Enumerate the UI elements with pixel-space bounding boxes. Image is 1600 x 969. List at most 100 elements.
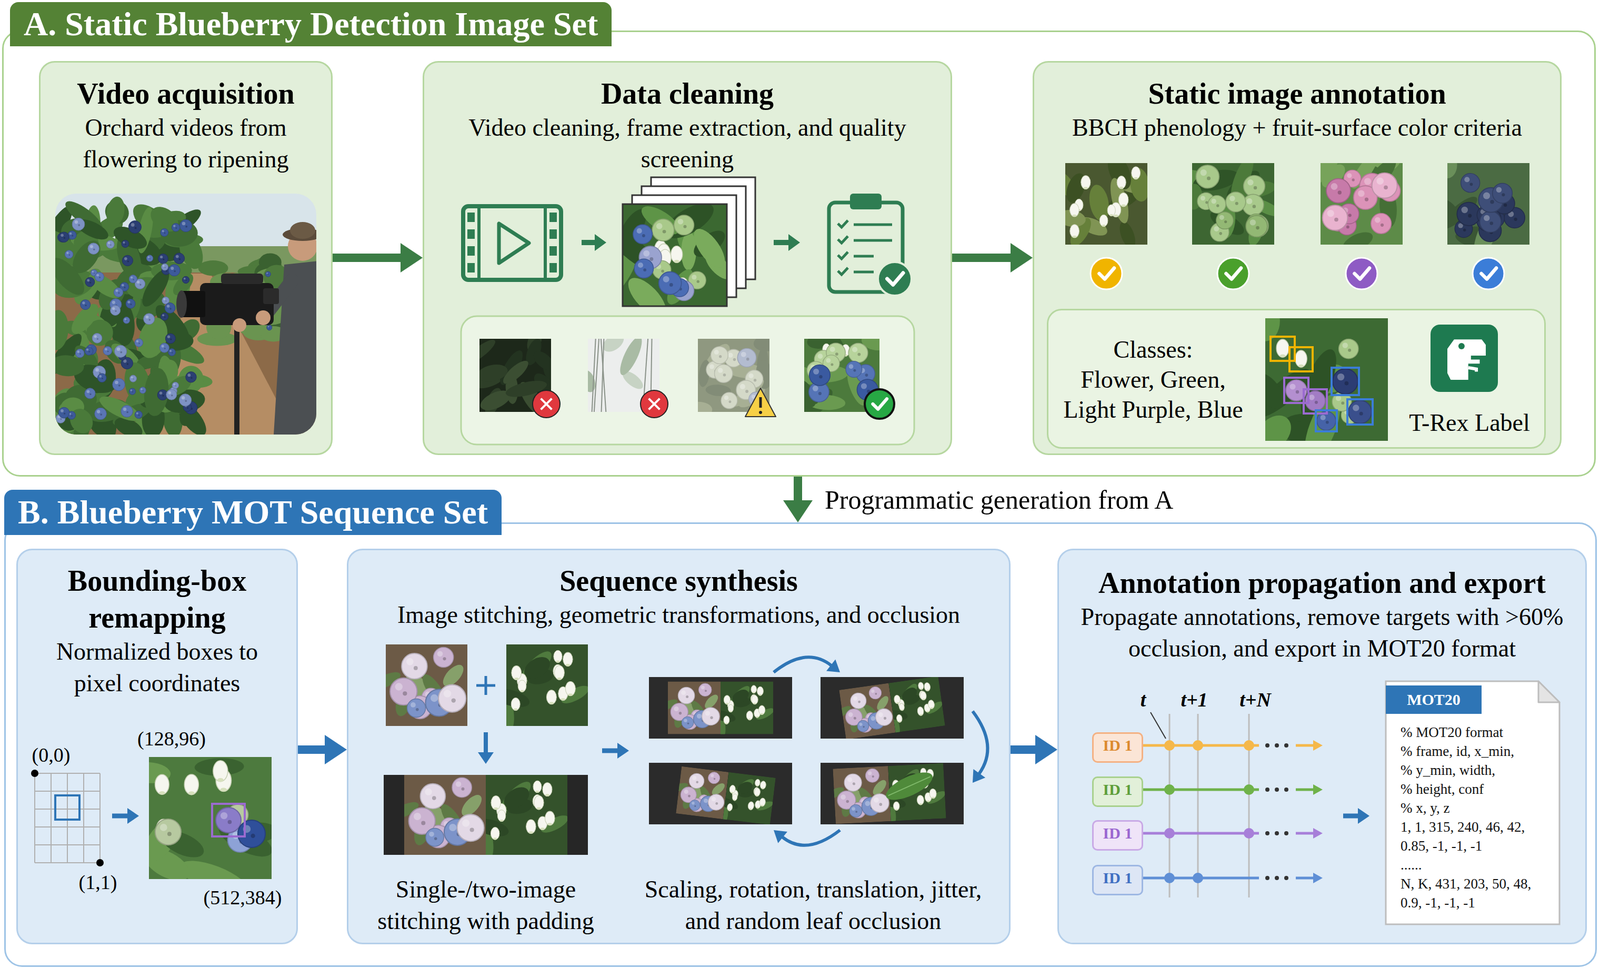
illustration-part xyxy=(185,225,188,228)
illustration-part xyxy=(94,335,97,338)
illustration-part xyxy=(31,770,39,778)
illustration-part xyxy=(1216,204,1219,207)
illustration-part xyxy=(140,388,143,390)
illustration-part xyxy=(66,252,69,255)
illustration-part xyxy=(130,389,133,392)
illustration-part xyxy=(60,409,64,413)
illustration-part xyxy=(1200,195,1206,201)
flower xyxy=(491,796,501,810)
illustration-part xyxy=(104,195,127,228)
berry xyxy=(848,804,863,818)
document-line: % height, conf xyxy=(1385,780,1546,799)
illustration-part xyxy=(182,222,186,226)
illustration-part xyxy=(547,823,553,826)
illustration-part xyxy=(125,243,127,245)
text-group: Bounding-box remappingNormalized boxes t… xyxy=(17,562,297,700)
arrow-shaft xyxy=(1343,814,1359,819)
illustration-part xyxy=(74,220,79,225)
berry xyxy=(407,699,426,718)
illustration-part xyxy=(817,353,824,359)
illustration-part xyxy=(725,703,729,705)
illustration-part xyxy=(1051,148,1530,290)
illustration-part xyxy=(837,220,848,228)
illustration-part xyxy=(220,812,228,820)
illustration-part xyxy=(1346,225,1350,229)
illustration-part xyxy=(85,268,125,304)
cycle-arrow xyxy=(782,830,840,846)
berry xyxy=(1326,178,1351,204)
photo xyxy=(832,766,891,825)
illustration-part xyxy=(1284,876,1289,881)
berry xyxy=(161,263,169,271)
illustration-part xyxy=(514,677,519,681)
arrow-shaft xyxy=(581,240,596,246)
illustration-part xyxy=(1376,177,1384,185)
illustration-part xyxy=(1083,186,1088,190)
illustration-part xyxy=(34,844,100,846)
illustration-part xyxy=(89,393,92,396)
illustration-part xyxy=(1337,373,1345,381)
berry xyxy=(452,777,472,798)
track xyxy=(1143,784,1323,796)
illustration-part xyxy=(758,411,763,415)
track xyxy=(1143,740,1323,752)
illustration-part xyxy=(268,327,270,329)
illustration-part xyxy=(870,716,876,722)
flower xyxy=(1131,166,1141,180)
berry xyxy=(185,372,197,383)
photo xyxy=(506,644,588,727)
berry xyxy=(182,276,189,284)
illustration-part xyxy=(123,241,126,244)
connector xyxy=(297,735,347,765)
leaf xyxy=(1103,163,1136,194)
berry xyxy=(134,411,143,419)
berry xyxy=(420,784,446,810)
illustration-part xyxy=(840,794,846,800)
illustration-part xyxy=(132,278,134,280)
illustration-part xyxy=(1501,193,1505,197)
illustration-part xyxy=(126,320,128,322)
illustration-part xyxy=(1348,213,1352,217)
arrow-head xyxy=(773,830,788,844)
illustration-part xyxy=(683,225,687,229)
illustration-part xyxy=(175,255,179,259)
berry xyxy=(103,346,113,356)
berry xyxy=(874,707,894,727)
berry xyxy=(1371,213,1392,235)
illustration-part xyxy=(837,267,848,275)
illustration-part xyxy=(175,227,177,229)
illustration-part xyxy=(852,782,856,786)
illustration-part xyxy=(455,781,462,787)
illustration-part xyxy=(1255,226,1260,230)
illustration-part xyxy=(68,254,70,256)
process-box: Video acquisitionOrchard videos from flo… xyxy=(38,61,333,456)
connector-arrow xyxy=(297,745,326,755)
illustration-part xyxy=(853,255,874,258)
track-id-box: ID 1 xyxy=(1092,732,1144,764)
illustration-part xyxy=(93,248,95,251)
illustration-part xyxy=(1205,201,1208,204)
illustration-part xyxy=(34,773,36,864)
flower xyxy=(919,691,927,701)
illustration-part xyxy=(855,811,858,814)
illustration-part xyxy=(687,795,691,798)
illustration-part xyxy=(115,310,117,313)
illustration-part xyxy=(1164,740,1175,752)
arrow-head xyxy=(594,234,607,252)
text-group: Classes:Flower, Green, Light Purple, Blu… xyxy=(1055,334,1251,425)
illustration-part xyxy=(96,859,104,867)
clipboard-icon xyxy=(828,193,912,296)
illustration-part xyxy=(725,723,728,725)
illustration-part xyxy=(148,318,151,321)
cycle-arrow xyxy=(972,711,988,775)
illustration-part xyxy=(38,193,324,447)
berry xyxy=(110,305,121,316)
class-box: Classes:Flower, Green, Light Purple, Blu… xyxy=(1046,308,1546,449)
t-rex-icon xyxy=(1430,324,1498,393)
berry xyxy=(457,814,485,842)
illustration-part xyxy=(221,273,264,285)
document-line: % MOT20 format xyxy=(1385,723,1546,743)
illustration-part xyxy=(760,805,764,807)
illustration-part xyxy=(142,367,171,418)
document-line: ...... xyxy=(1385,855,1546,875)
